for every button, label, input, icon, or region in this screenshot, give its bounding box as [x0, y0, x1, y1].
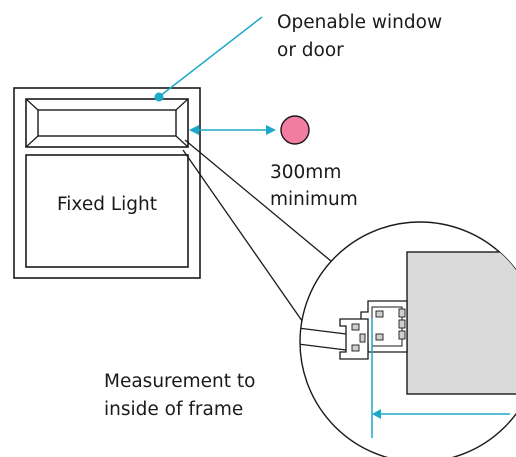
distance-arrowhead-right	[266, 125, 276, 135]
fixed-light-pane	[25, 154, 189, 268]
projection-line-lower	[182, 149, 308, 329]
distance-label-line1: 300mm	[270, 162, 341, 183]
sash-bevel-lines	[25, 98, 189, 148]
distance-arrowhead-left	[189, 125, 199, 135]
sash-profile-chambers	[351, 323, 366, 352]
window-label-line2: or door	[277, 40, 344, 61]
distance-label-line2: minimum	[270, 189, 358, 210]
frame-profile-chambers	[375, 308, 406, 341]
window-leader-dot	[154, 92, 164, 102]
fixed-light-label: Fixed Light	[57, 194, 157, 215]
distance-marker-dot	[280, 115, 310, 145]
sash-profile	[339, 318, 369, 360]
measure-label-line1: Measurement to	[104, 371, 255, 392]
openable-sash-inner	[37, 109, 177, 137]
window-label-line1: Openable window	[277, 12, 442, 33]
magnified-detail	[300, 251, 516, 438]
projection-line-upper	[184, 139, 344, 272]
measure-arrowhead	[372, 409, 381, 419]
window-leader-line	[159, 16, 263, 97]
measure-label-line2: inside of frame	[104, 399, 243, 420]
wall-block	[406, 251, 516, 395]
glass-unit	[300, 326, 347, 351]
